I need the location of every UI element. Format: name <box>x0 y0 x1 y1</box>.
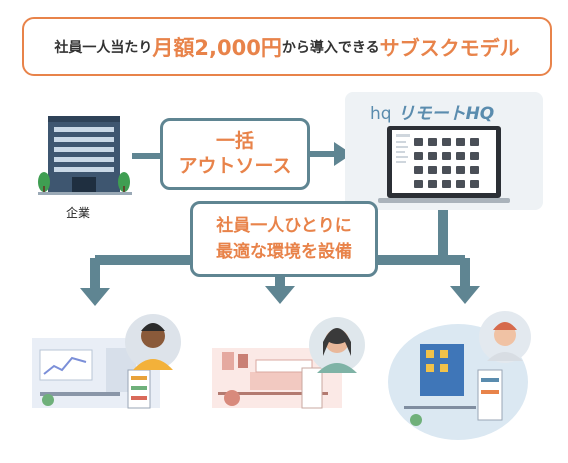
laptop-icon <box>378 126 510 203</box>
outsource-line2: アウトソース <box>178 155 292 177</box>
arrow-down-icon <box>80 258 110 306</box>
headline-part3: から導入できる <box>281 39 380 56</box>
company-label: 企業 <box>66 206 91 220</box>
outsource-box: 一括 アウトソース <box>160 118 310 190</box>
headline-price: 月額2,000円 <box>152 35 282 60</box>
hq-logo-mark: hq <box>370 104 392 124</box>
avatar-icon <box>479 311 531 363</box>
environment-box: 社員一人ひとりに 最適な環境を設備 <box>190 201 378 277</box>
headline-part1: 社員一人当たり <box>54 39 153 56</box>
environment-line1: 社員一人ひとりに <box>216 216 352 236</box>
arrow-down-icon <box>450 258 480 304</box>
avatar-icon <box>309 317 365 373</box>
arrow-right-icon <box>310 142 352 166</box>
headline-model: サブスクモデル <box>379 36 520 60</box>
outsource-line1: 一括 <box>215 130 254 152</box>
headline-banner: 社員一人当たり 月額2,000円 から導入できる サブスクモデル <box>22 17 552 76</box>
avatar-icon <box>125 314 181 370</box>
environment-line2: 最適な環境を設備 <box>216 242 352 262</box>
office-building-icon <box>38 116 132 195</box>
provider-name: リモートHQ <box>397 104 495 124</box>
